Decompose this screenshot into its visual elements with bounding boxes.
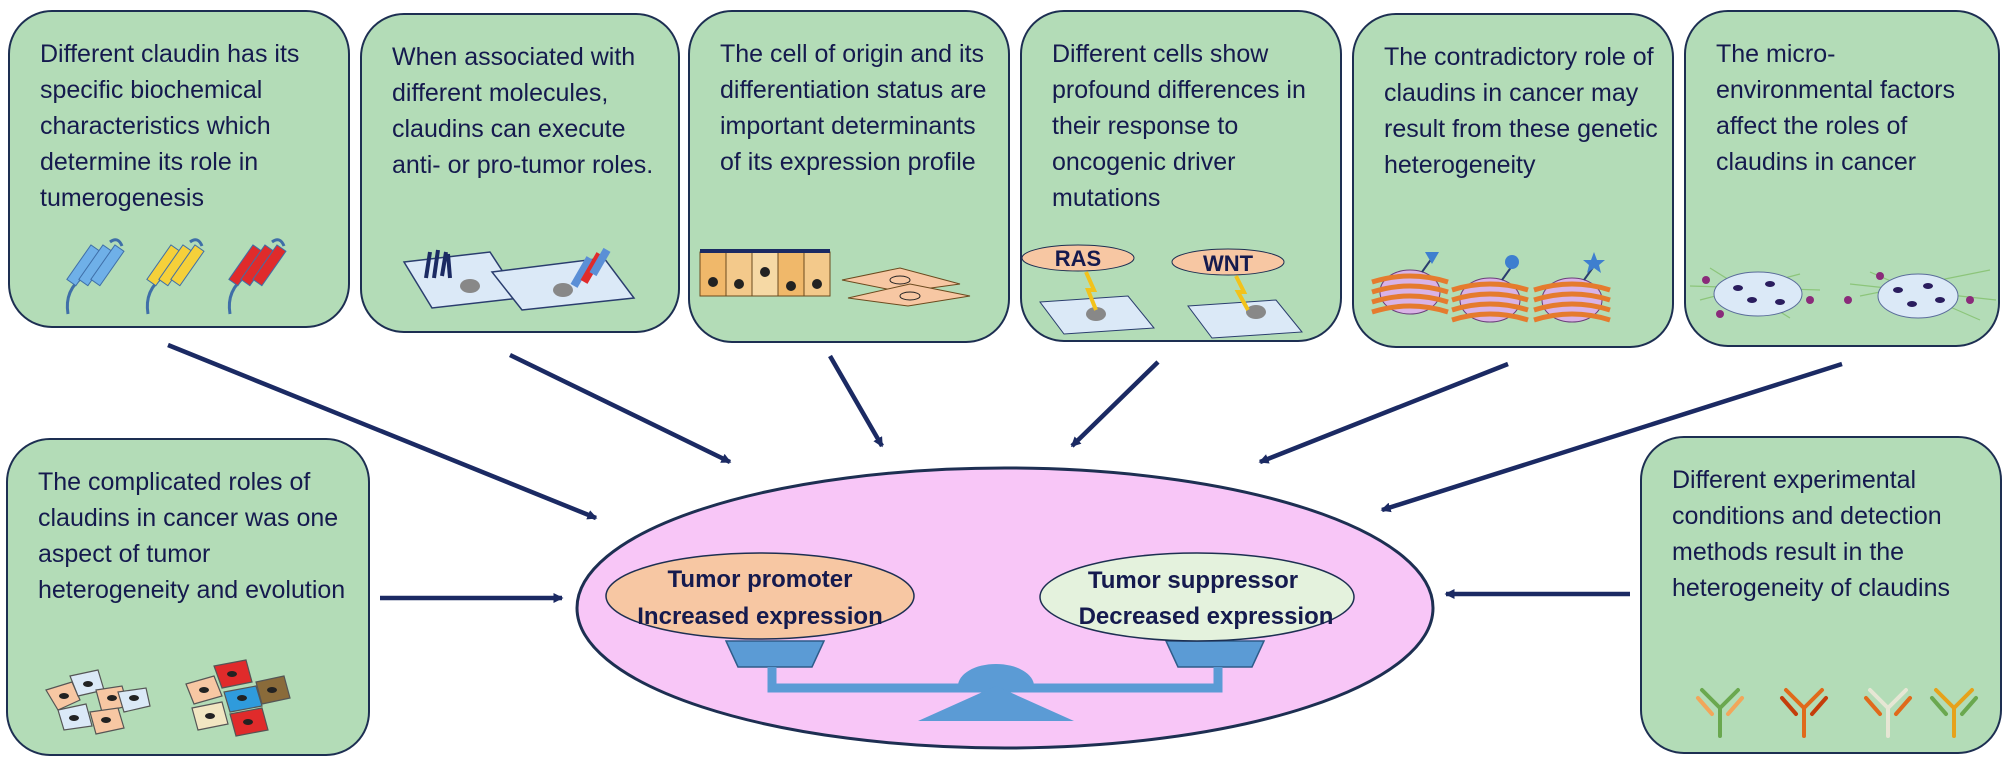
box-text: Different cells show profound difference… [1052,40,1306,212]
arrow-6 [1380,361,1843,513]
balance-pan-right [1164,640,1266,668]
box-text: When associated with different molecules… [392,43,654,179]
box-text: The complicated roles of claudins in can… [38,468,346,604]
balance-scale [724,640,1266,721]
arrow-1 [167,342,598,521]
box-text: The contradictory role of claudins in ca… [1384,43,1658,179]
box-claudin-biochemistry: Different claudin has its specific bioch… [8,10,350,328]
tumor-cells-icon [45,659,291,737]
oncogenic-mutation-icon: RAS WNT [1021,244,1303,339]
balance-foot [918,686,1074,721]
suppressor-line2: Decreased expression [1079,603,1334,630]
microenvironment-icon [1689,267,1997,321]
box-text: The micro-environmental factors affect t… [1716,40,1956,176]
claudin-protein-icons [65,238,287,315]
box-text: The cell of origin and its differentiati… [720,40,987,176]
ras-label: RAS [1055,246,1101,271]
arrow-3 [828,354,884,448]
box-oncogenic-mutations: Different cells show profound difference… [1020,10,1342,342]
cell-origin-icon [699,249,971,307]
promoter-line1: Tumor promoter [668,566,853,593]
suppressor-oval [1039,552,1355,642]
arrow-4 [1070,360,1160,448]
antibody-icons [1696,688,1978,738]
promoter-oval [605,552,915,640]
suppressor-line1: Tumor suppressor [1088,567,1298,594]
arrow-2 [509,352,732,465]
arrow-5 [1258,361,1509,465]
promoter-line2: Increased expression [637,603,882,630]
genetic-heterogeneity-icon [1371,252,1611,323]
wnt-label: WNT [1203,251,1254,276]
associated-cells-icon [402,247,636,311]
balance-pan-left [724,640,826,668]
arrows [167,342,1843,603]
box-text: Different claudin has its specific bioch… [40,40,300,212]
balance-base [958,664,1034,686]
box-text: Different experimental conditions and de… [1672,466,1950,602]
